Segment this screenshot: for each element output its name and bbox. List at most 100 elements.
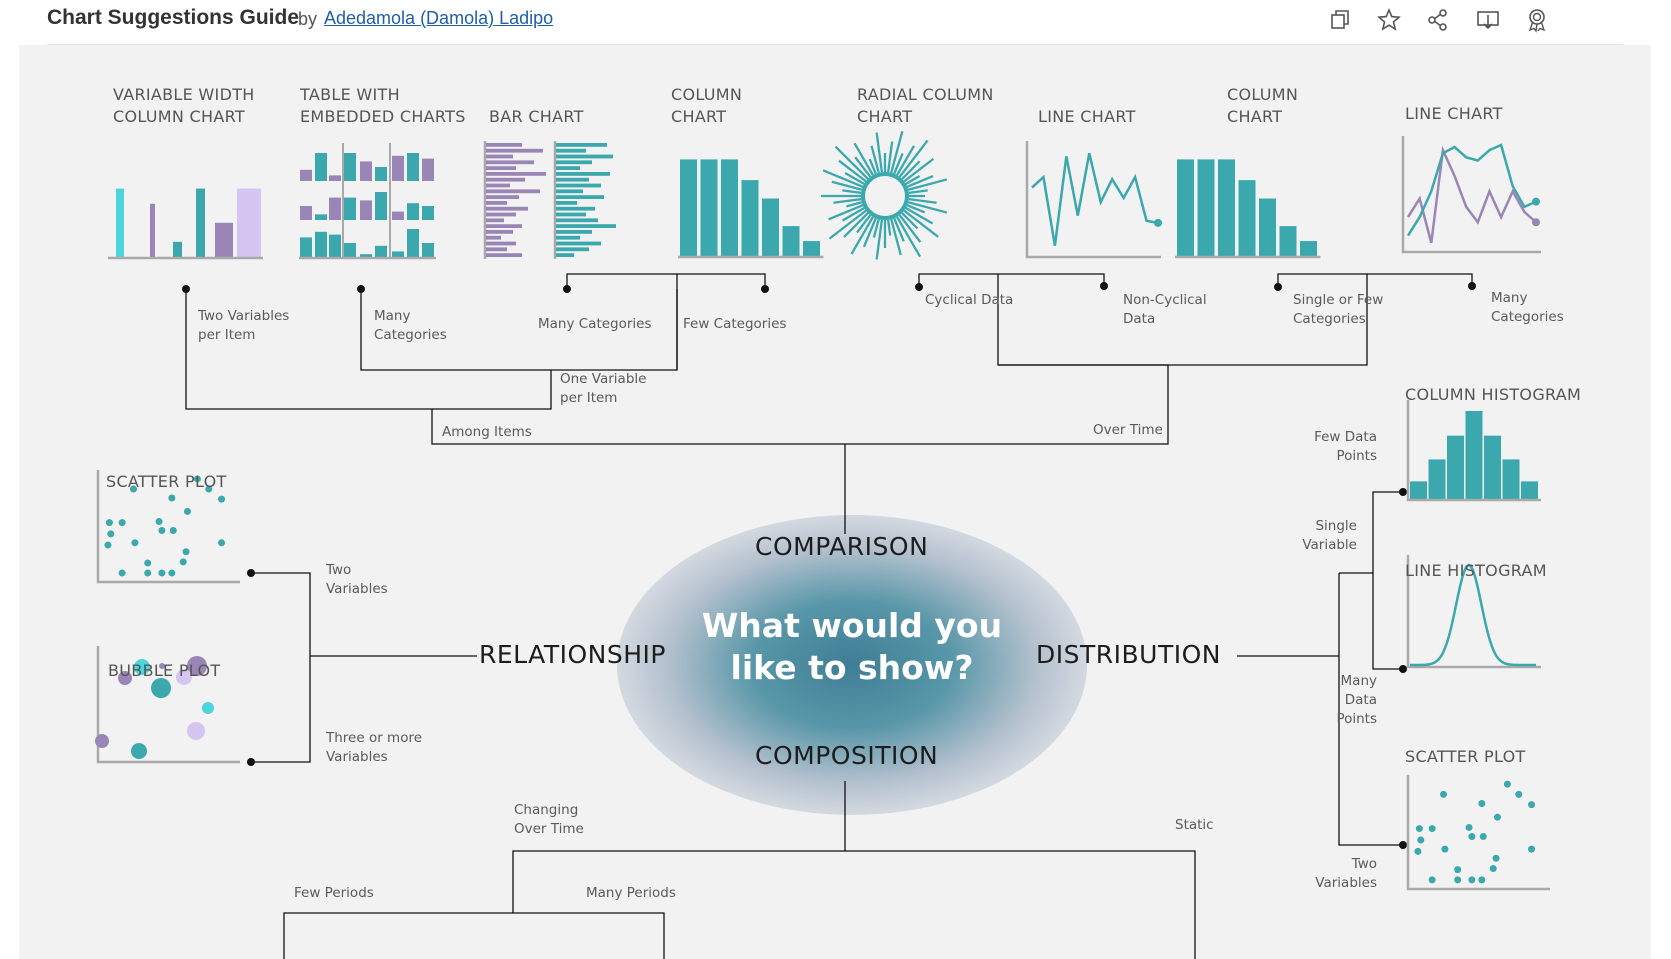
- scatter-dot: [168, 569, 176, 577]
- bar-h: [556, 189, 583, 194]
- bubble: [131, 743, 147, 759]
- hist-bar: [1465, 411, 1483, 499]
- bar-h: [486, 253, 522, 257]
- bar-h: [556, 166, 580, 170]
- radial-spoke: [831, 180, 863, 191]
- column-chart-mini-1: [678, 159, 824, 259]
- title-bubble-plot: BUBBLE PLOT: [108, 661, 221, 680]
- radial-spoke: [903, 157, 935, 183]
- radial-spoke: [901, 160, 921, 180]
- share-icon[interactable]: [1424, 6, 1452, 34]
- label-among-items: Among Items: [442, 424, 532, 440]
- scatter-dot: [1454, 876, 1462, 884]
- scatter-dot: [179, 558, 187, 566]
- column-bar: [762, 198, 779, 256]
- category-composition: COMPOSITION: [755, 741, 939, 770]
- download-icon[interactable]: [1474, 6, 1502, 34]
- radial-spoke: [898, 139, 929, 178]
- axis: [96, 646, 240, 764]
- label-static: Static: [1175, 817, 1214, 833]
- bubble-plot-mini: [95, 646, 240, 764]
- author-link[interactable]: Adedamola (Damola) Ladipo: [324, 8, 554, 28]
- line-end-dot: [1532, 218, 1540, 227]
- connector-lines: [182, 273, 1476, 959]
- column-bar: [782, 226, 800, 256]
- header-divider: [47, 44, 1623, 45]
- table-cell-bar: [422, 243, 434, 257]
- radial-spoke: [908, 197, 937, 204]
- column-chart-mini-2: [1175, 159, 1321, 259]
- table-cell-bar: [407, 229, 419, 257]
- label-few-data-points: Few Data Points: [1314, 429, 1377, 464]
- bubble: [159, 663, 165, 669]
- radial-spoke: [890, 130, 904, 174]
- bubble: [187, 722, 205, 740]
- bar-h: [556, 183, 601, 188]
- radial-spoke: [903, 209, 939, 238]
- axis: [1406, 555, 1541, 669]
- scatter-dot: [1428, 876, 1436, 884]
- badge-icon[interactable]: [1523, 6, 1551, 34]
- bar-h: [486, 201, 507, 205]
- bar-h: [556, 143, 607, 147]
- label-one-var-per-item: One Variable per Item: [560, 371, 647, 406]
- scatter-dot: [218, 539, 226, 547]
- scatter-dot: [1428, 825, 1436, 833]
- radial-spoke: [886, 219, 892, 236]
- bar-h: [486, 189, 540, 194]
- table-cell-bar: [392, 211, 404, 220]
- table-cell-bar: [344, 153, 356, 181]
- table-cell-bar: [360, 200, 372, 220]
- scatter-plot-right-mini: [1406, 775, 1550, 891]
- bar-h: [486, 230, 513, 234]
- scatter-dot: [131, 539, 139, 547]
- radial-spoke: [896, 216, 921, 258]
- top-bar: Chart Suggestions Guide by Adedamola (Da…: [0, 0, 1671, 44]
- radial-spoke: [907, 178, 948, 191]
- scatter-dot: [144, 559, 152, 567]
- hist-bar: [1521, 481, 1538, 499]
- label-many-categories-1: Many Categories: [374, 308, 447, 343]
- radial-spoke: [906, 204, 926, 214]
- star-icon[interactable]: [1375, 6, 1403, 34]
- radial-spoke: [854, 156, 872, 178]
- scatter-dot: [130, 485, 137, 493]
- duplicate-icon[interactable]: [1326, 6, 1354, 34]
- bubble: [176, 669, 192, 685]
- table-cell-bar: [360, 254, 372, 257]
- table-cell-bar: [422, 206, 434, 220]
- scatter-dot: [182, 548, 190, 556]
- table-cell-bar: [329, 197, 341, 220]
- line-series: [1031, 152, 1159, 246]
- scatter-dot: [183, 507, 191, 515]
- radial-spoke: [893, 153, 904, 175]
- column-bar: [721, 159, 738, 256]
- bubble: [202, 702, 214, 714]
- scatter-dot: [1441, 845, 1449, 853]
- scatter-dot: [1478, 800, 1486, 807]
- center-question: What would you like to show?: [701, 606, 1003, 687]
- title-bar-chart: BAR CHART: [489, 107, 584, 126]
- scatter-dot: [193, 475, 201, 483]
- bar-h: [486, 160, 534, 165]
- line-series: [1406, 145, 1537, 244]
- label-changing-over-time: Changing Over Time: [514, 802, 584, 837]
- mini-charts: [95, 130, 1550, 891]
- radial-spoke: [886, 141, 894, 173]
- label-many-categories-2: Many Categories: [538, 316, 652, 332]
- radial-spoke: [896, 145, 915, 176]
- radial-spoke: [850, 216, 874, 255]
- bar-h: [486, 148, 543, 153]
- radial-spoke: [843, 212, 869, 238]
- table-cell-bar: [315, 153, 327, 181]
- table-cell-bar: [375, 167, 387, 181]
- axis: [1025, 141, 1161, 259]
- scatter-dot: [1414, 847, 1422, 855]
- table-cell-bar: [344, 197, 356, 220]
- table-cell-bar: [329, 175, 341, 181]
- label-many-periods: Many Periods: [586, 885, 676, 901]
- bar-h: [556, 177, 589, 182]
- scatter-dot: [1440, 790, 1447, 798]
- vwc-bar: [237, 188, 261, 257]
- scatter-dot: [1478, 876, 1486, 884]
